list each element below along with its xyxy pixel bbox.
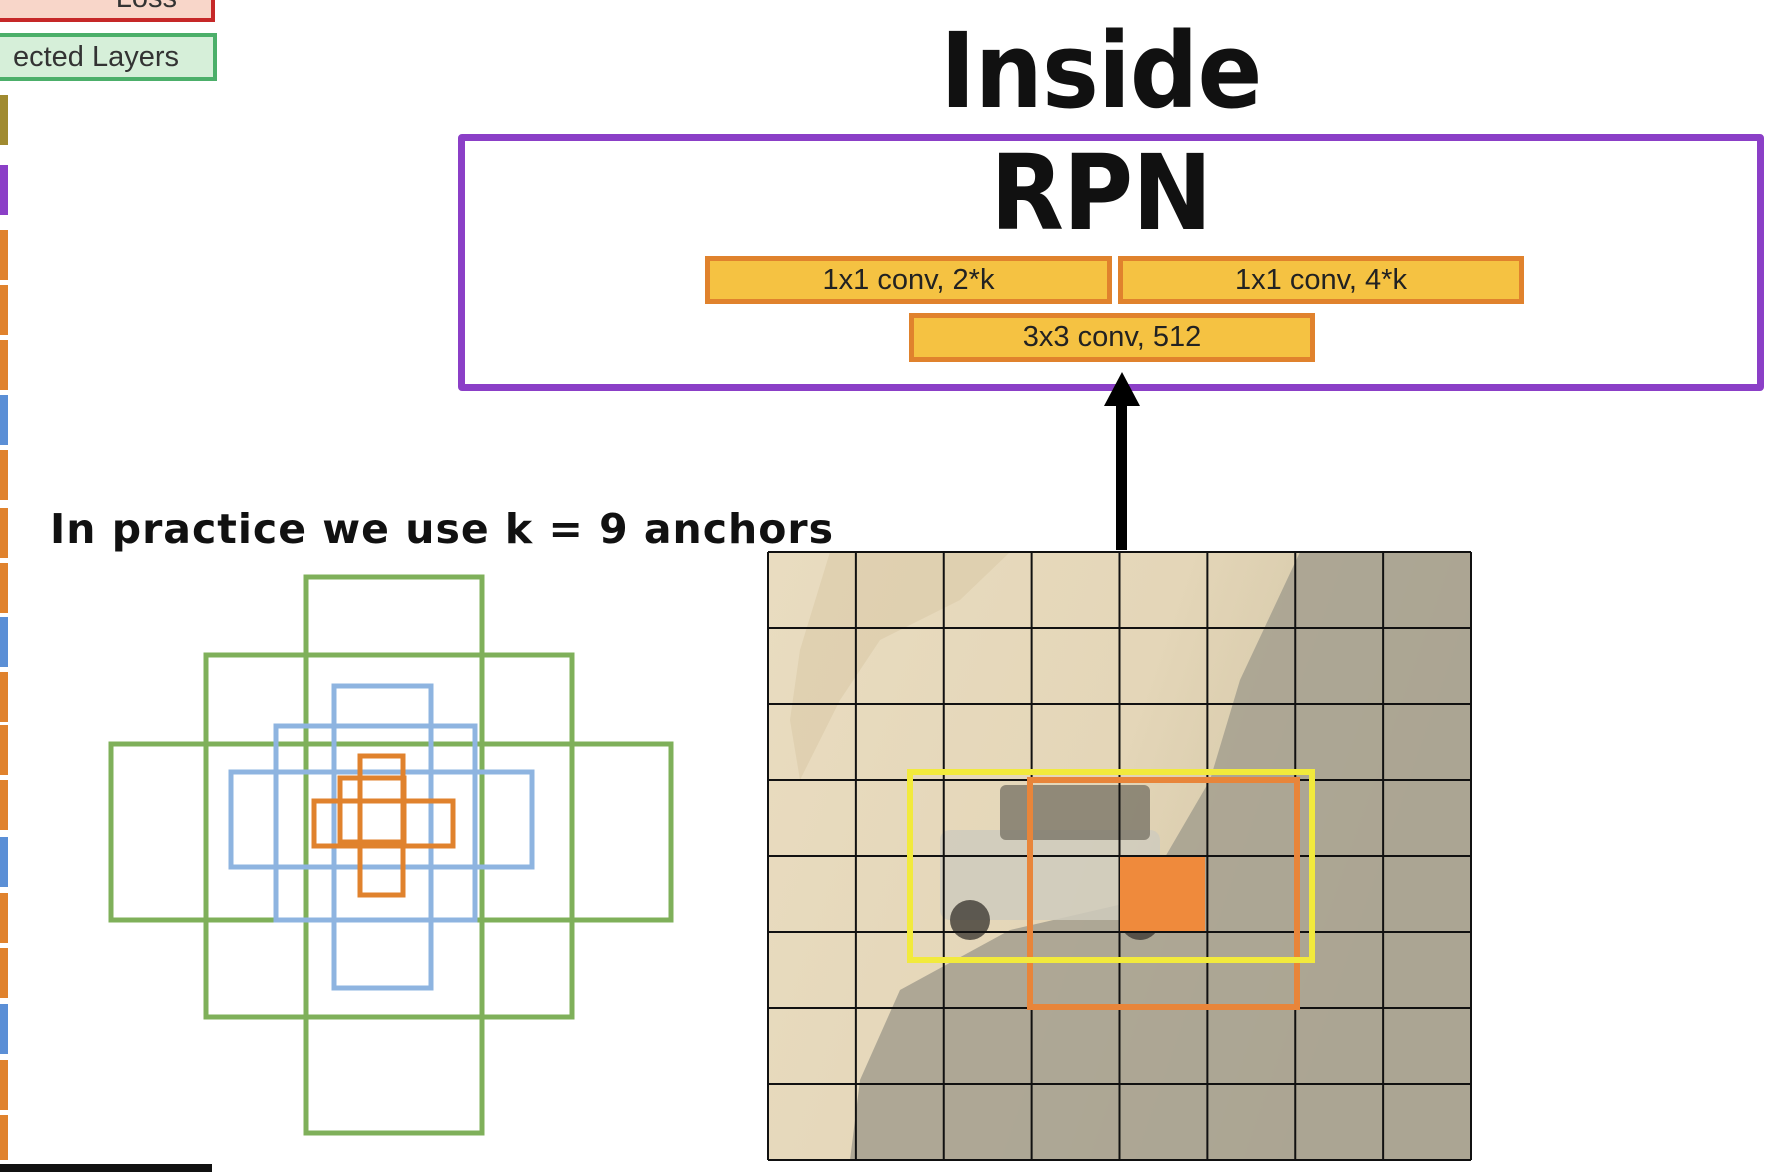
car-body bbox=[940, 830, 1160, 920]
edge-strip bbox=[0, 1060, 8, 1110]
car-wheel bbox=[950, 900, 990, 940]
edge-strip bbox=[0, 837, 8, 887]
anchor-medium-tall bbox=[331, 683, 434, 991]
conv-cls-label: 1x1 conv, 2*k bbox=[822, 263, 995, 296]
page-title: Inside RPN bbox=[940, 10, 1262, 254]
conv-3x3-label: 3x3 conv, 512 bbox=[1022, 321, 1202, 353]
arrow-shaft bbox=[1116, 400, 1127, 550]
edge-strip bbox=[0, 340, 8, 390]
edge-strip bbox=[0, 508, 8, 558]
anchor-large-square bbox=[203, 652, 575, 1020]
edge-strip bbox=[0, 230, 8, 280]
edge-strip bbox=[0, 285, 8, 335]
arrow-up-icon bbox=[1104, 372, 1140, 406]
edge-strip bbox=[0, 1115, 8, 1160]
center-cell bbox=[1120, 857, 1205, 931]
conv-reg-label: 1x1 conv, 4*k bbox=[1235, 263, 1407, 296]
legend-loss: Loss bbox=[0, 0, 215, 22]
edge-strip bbox=[0, 450, 8, 500]
anchor-large-tall bbox=[303, 574, 485, 1136]
edge-strip bbox=[0, 725, 8, 775]
bottom-bar bbox=[0, 1164, 212, 1172]
anchor-small-wide bbox=[311, 798, 456, 849]
legend-loss-label: Loss bbox=[116, 0, 177, 15]
edge-strip bbox=[0, 617, 8, 667]
edge-strip bbox=[0, 948, 8, 998]
conv-reg-layer: 1x1 conv, 4*k bbox=[1118, 256, 1524, 304]
legend-fully-connected: ected Layers bbox=[0, 33, 217, 81]
edge-strip bbox=[0, 563, 8, 613]
anchor-medium-square bbox=[273, 723, 478, 923]
conv-cls-layer: 1x1 conv, 2*k bbox=[705, 256, 1112, 304]
conv-3x3-layer: 3x3 conv, 512 bbox=[909, 313, 1315, 362]
edge-strip bbox=[0, 1004, 8, 1054]
anchor-boxes bbox=[108, 574, 674, 1136]
edge-strip bbox=[0, 780, 8, 830]
anchor-small-tall bbox=[357, 753, 406, 898]
edge-strip bbox=[0, 672, 8, 722]
anchors-caption: In practice we use k = 9 anchors bbox=[50, 505, 835, 553]
proposal-box-yellow bbox=[907, 769, 1315, 963]
edge-strip bbox=[0, 893, 8, 943]
edge-strip bbox=[0, 165, 8, 215]
dune-ridge bbox=[790, 552, 1010, 780]
edge-strip bbox=[0, 395, 8, 445]
feature-map bbox=[767, 551, 1472, 1161]
legend-fc-label: ected Layers bbox=[12, 40, 179, 73]
proposal-box-orange bbox=[1027, 777, 1300, 1010]
anchor-small-square bbox=[337, 775, 407, 845]
anchor-medium-wide bbox=[228, 769, 535, 870]
car-windshield bbox=[1000, 785, 1150, 840]
edge-strip bbox=[0, 95, 8, 145]
